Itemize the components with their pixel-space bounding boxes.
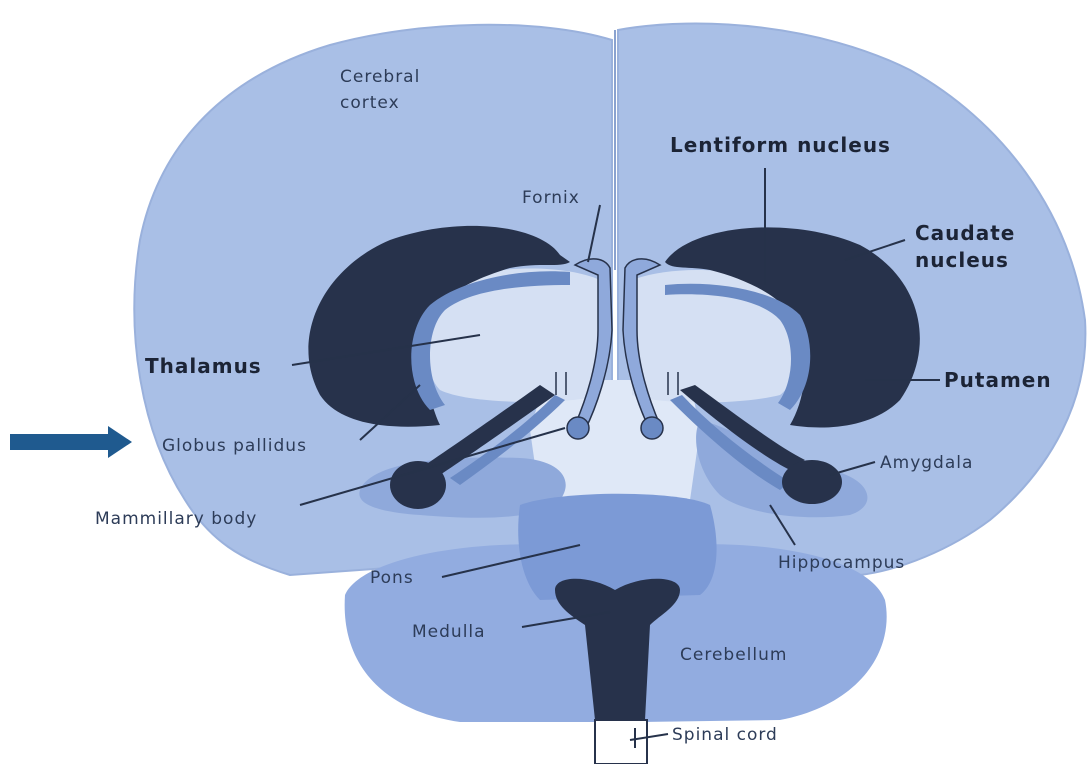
label-lentiform-nucleus: Lentiform nucleus (670, 133, 891, 157)
label-spinal-cord: Spinal cord (672, 725, 778, 745)
pointer-arrow-icon (10, 426, 132, 458)
label-hippocampus: Hippocampus (778, 553, 905, 573)
label-cerebral-cortex-2: cortex (340, 93, 400, 113)
right-mammillary-body (641, 417, 663, 439)
left-amygdala (390, 461, 446, 509)
left-mammillary-body (567, 417, 589, 439)
right-amygdala (782, 460, 842, 504)
label-caudate-1: Caudate (915, 221, 1015, 245)
label-caudate-2: nucleus (915, 248, 1009, 272)
label-medulla: Medulla (412, 622, 486, 642)
pons-shape (518, 494, 716, 600)
label-pons: Pons (370, 568, 414, 588)
label-globus-pallidus: Globus pallidus (162, 436, 307, 456)
label-putamen: Putamen (944, 368, 1052, 392)
spinal-cord-shape (595, 720, 647, 764)
label-mammillary-body: Mammillary body (95, 509, 257, 529)
label-amygdala: Amygdala (880, 453, 973, 473)
label-thalamus: Thalamus (145, 354, 262, 378)
label-cerebral-cortex-1: Cerebral (340, 67, 420, 87)
label-cerebellum: Cerebellum (680, 645, 787, 665)
label-fornix: Fornix (522, 188, 580, 208)
